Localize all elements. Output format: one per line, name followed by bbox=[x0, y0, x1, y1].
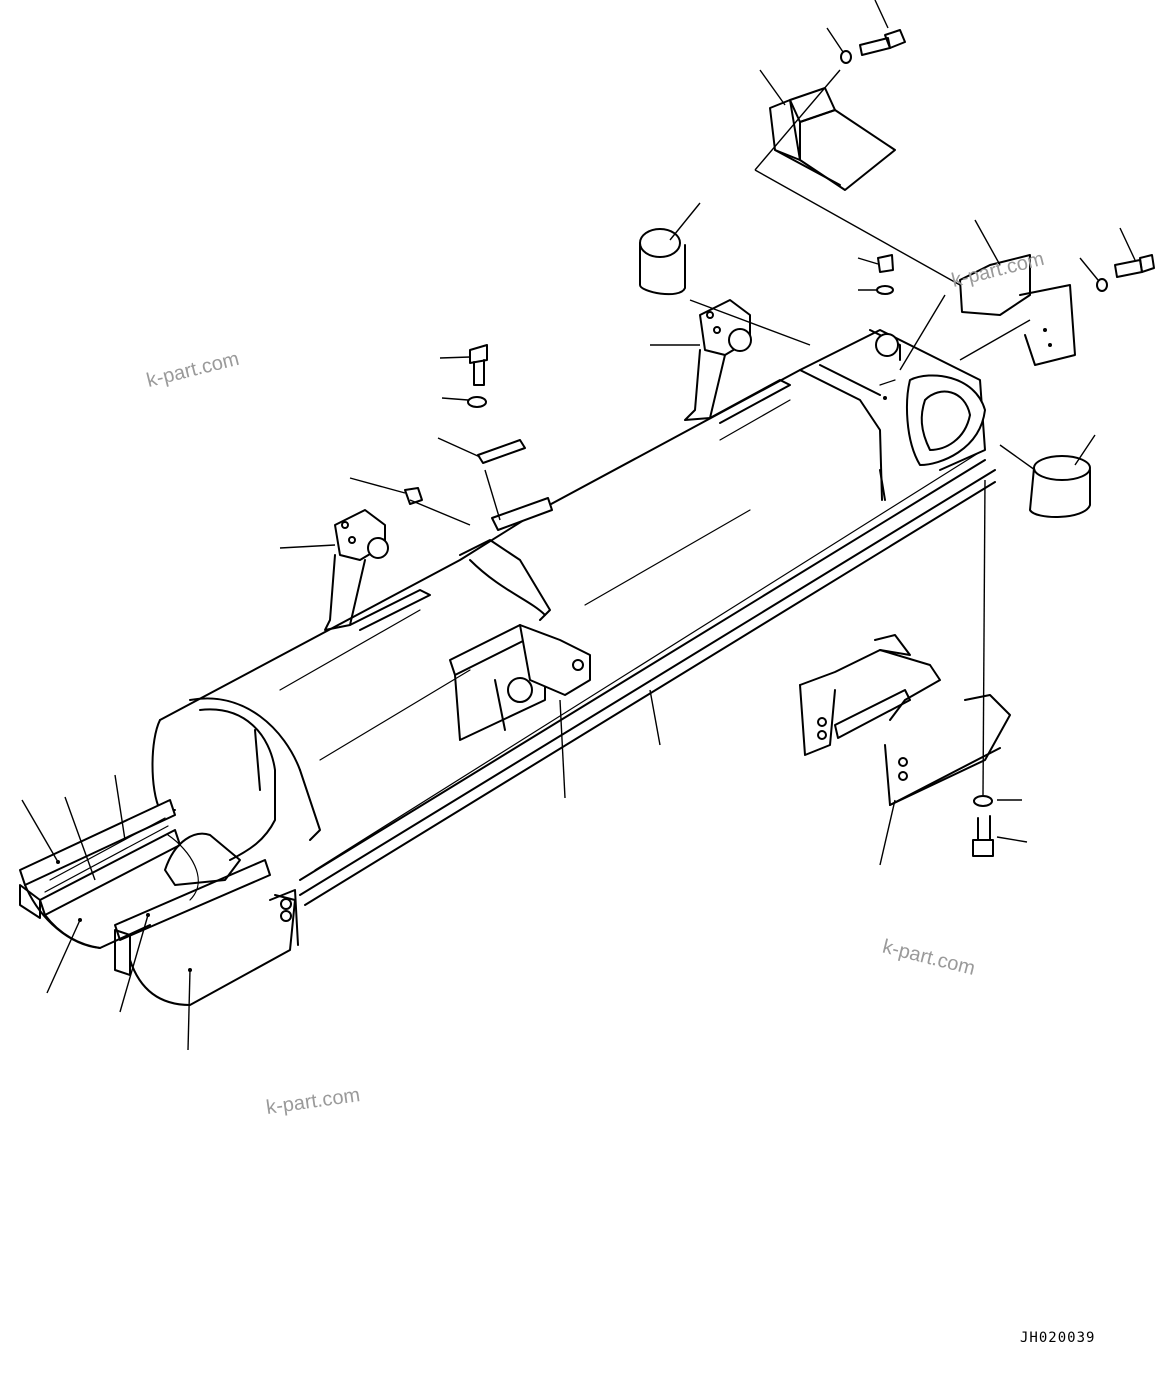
bolt-top-1 bbox=[840, 29, 906, 64]
plug-and-seal bbox=[876, 254, 894, 295]
top-guard-rear bbox=[959, 254, 1076, 366]
track-frame-body bbox=[151, 329, 996, 906]
carrier-roller-bracket-rear bbox=[684, 299, 791, 424]
rear-housing bbox=[869, 329, 986, 466]
top-guard-front bbox=[769, 87, 896, 191]
sleeve-ring-right bbox=[1029, 455, 1091, 518]
fastener-group-body bbox=[404, 344, 553, 531]
drawing-code: JH020039 bbox=[1020, 1330, 1096, 1346]
lower-bolt-washer bbox=[972, 795, 994, 857]
center-bracket bbox=[449, 624, 591, 741]
carrier-roller-bracket-front bbox=[324, 509, 431, 631]
callout-leaders bbox=[21, 0, 1136, 1051]
bolt-top-2 bbox=[1096, 254, 1155, 292]
sleeve-ring-top bbox=[639, 228, 686, 296]
lower-guard-bracket bbox=[799, 634, 1011, 806]
front-guard-assembly bbox=[19, 799, 299, 1006]
